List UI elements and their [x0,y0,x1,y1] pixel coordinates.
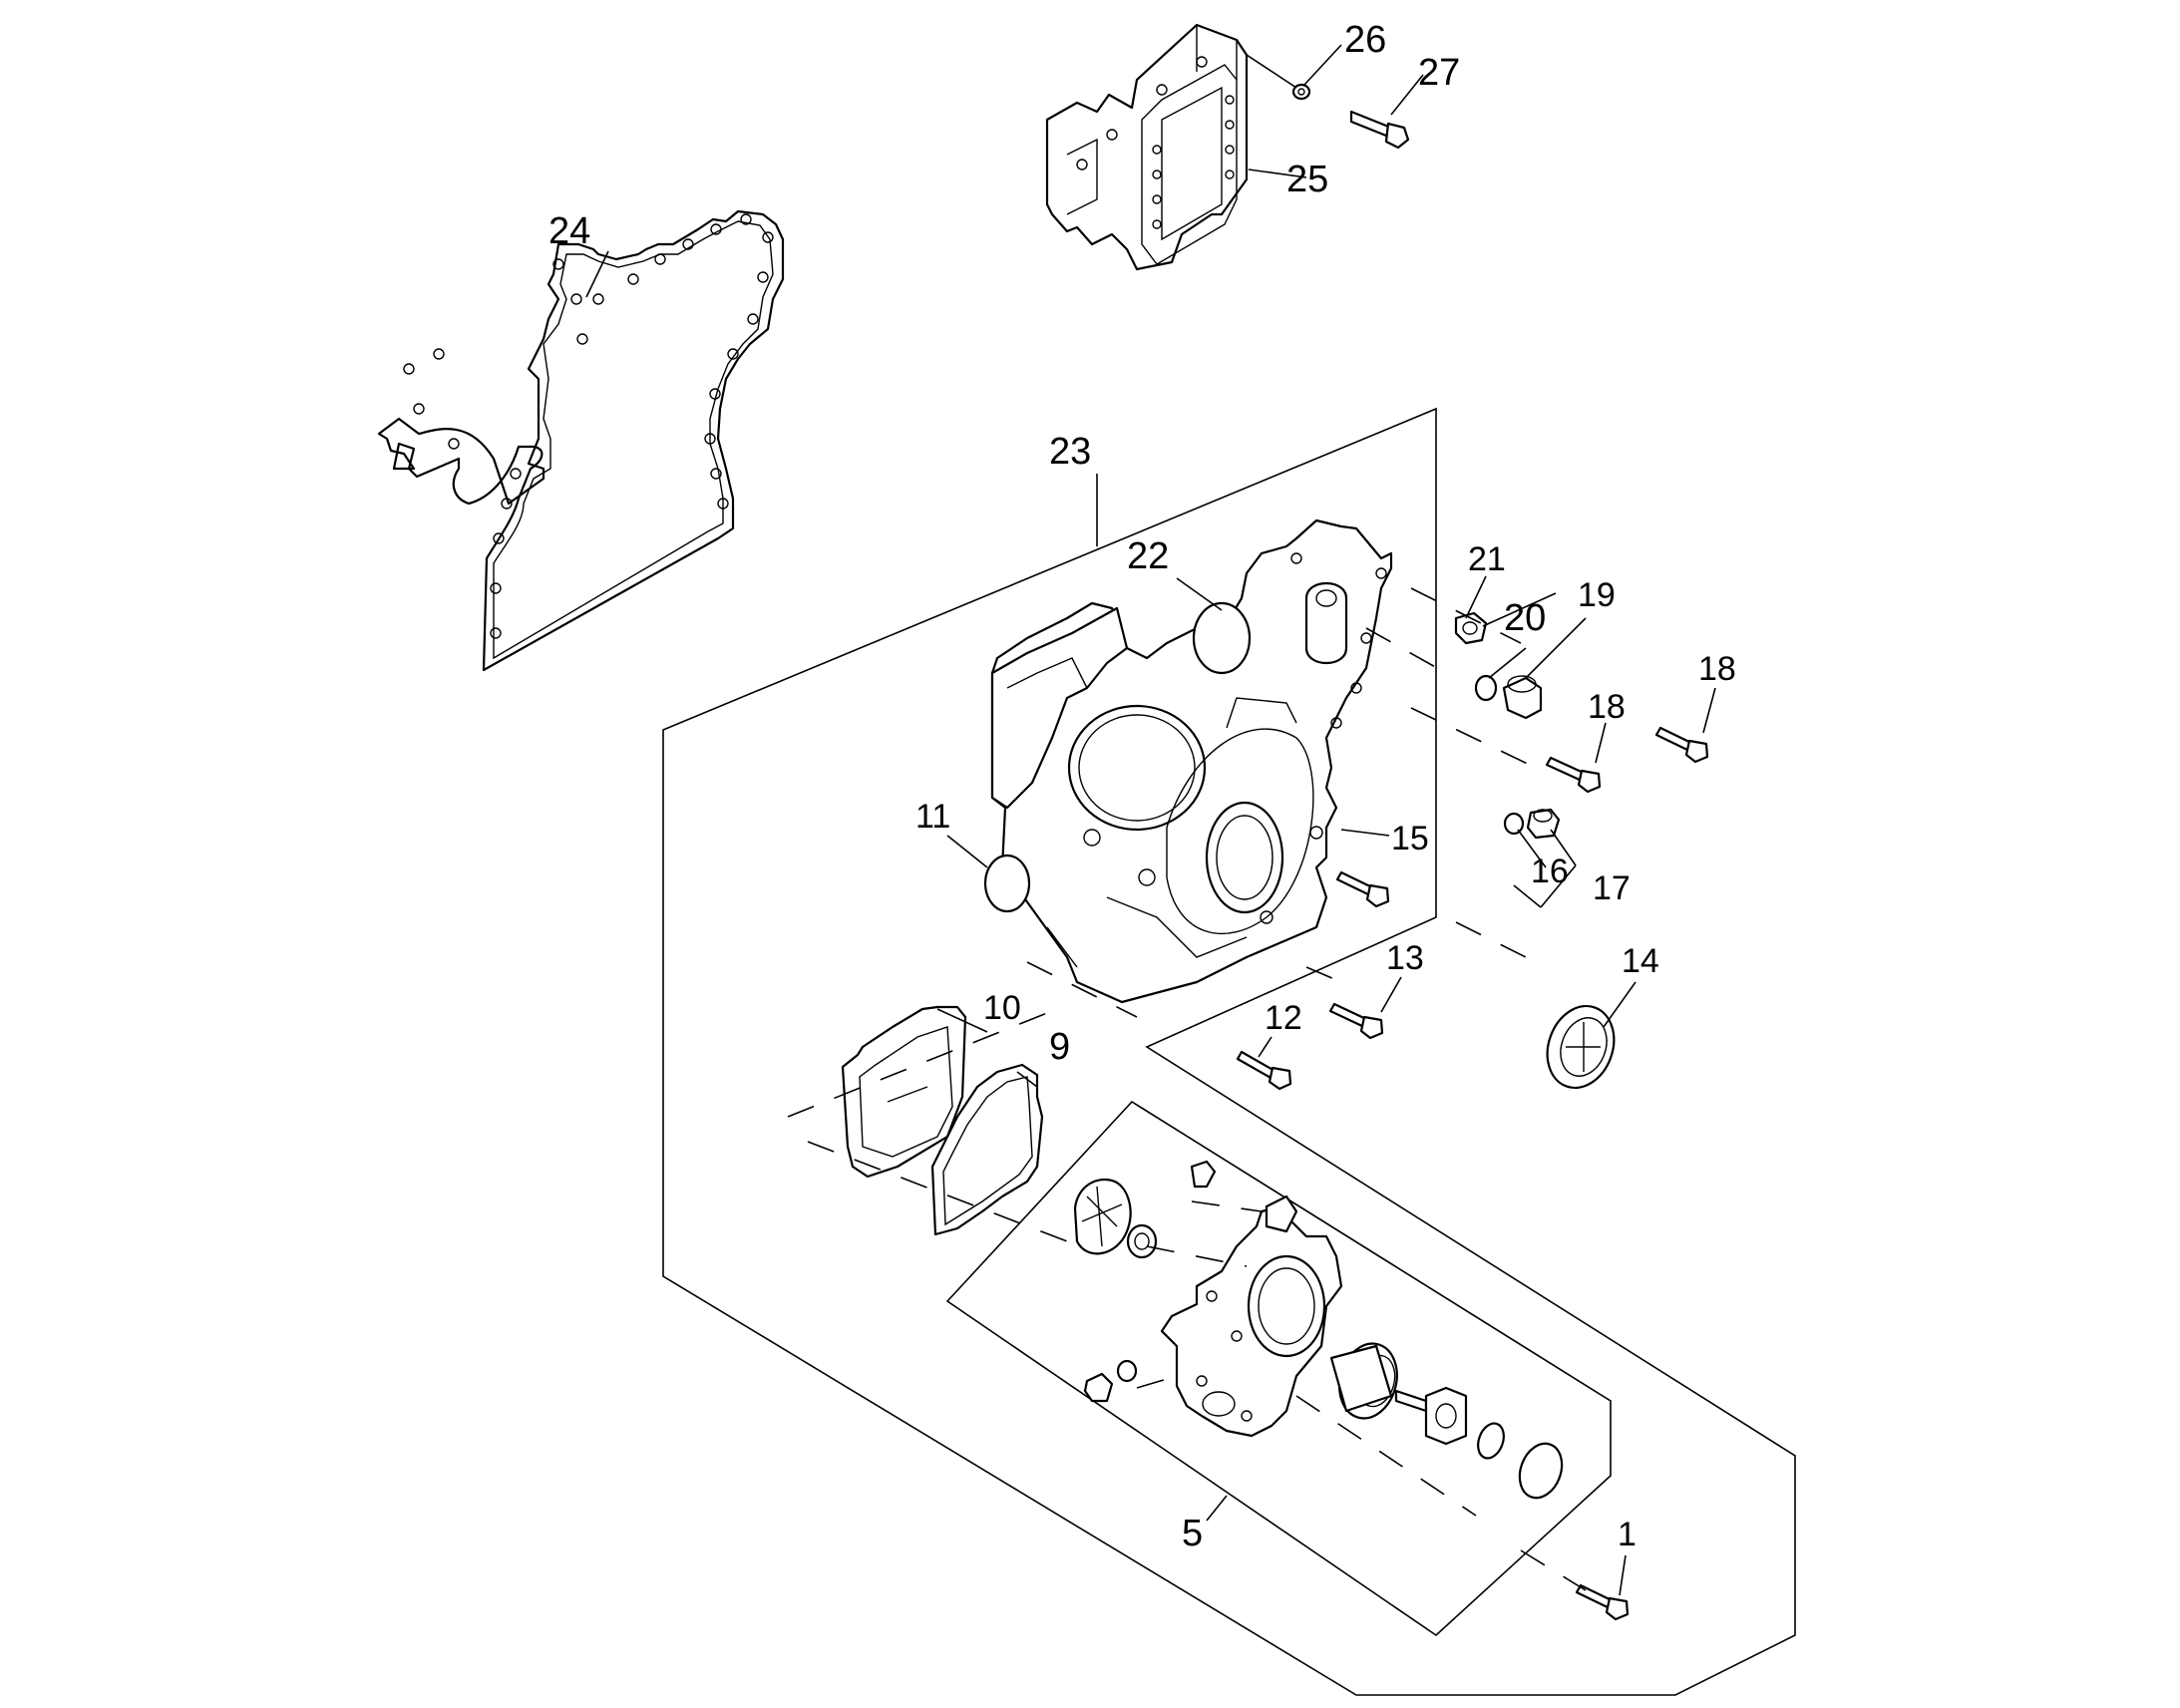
callout-9: 9 [1049,1026,1070,1068]
callout-27: 27 [1418,52,1460,94]
o-ring-part-16 [1503,812,1525,836]
housing-part [1045,23,1249,271]
front-cover-part [990,518,1393,1004]
callout-20: 20 [1504,597,1546,639]
gasket-part [377,209,785,672]
alignment-line [1136,1375,1178,1389]
alignment-line [1146,1245,1248,1267]
callout-15: 15 [1391,820,1429,857]
callout-11: 11 [915,798,950,836]
bolt-part-12 [1236,1050,1292,1091]
callout-12: 12 [1265,999,1302,1037]
bolt-part-27 [1349,110,1410,150]
callout-13: 13 [1386,939,1424,977]
alignment-line [1305,966,1342,983]
alignment-line [1365,627,1447,674]
alignment-line [1295,1395,1477,1517]
bolt-part-1 [1575,1583,1630,1621]
callout-14: 14 [1622,942,1659,980]
leader-lines [585,44,1716,1596]
alignment-line [1410,587,1522,644]
alignment-line [1410,707,1537,769]
callout-25: 25 [1286,159,1328,200]
callout-17: 17 [1593,869,1631,907]
o-ring-part-20 [1474,674,1498,702]
bolt-part-13 [1328,1002,1384,1040]
group-boundary-23 [662,407,1796,1696]
bolt-part-18a [1545,756,1602,794]
gasket-part-9 [930,1063,1044,1236]
callout-21: 21 [1468,540,1506,578]
alignment-line [1455,921,1527,958]
group-boundary-5 [945,1100,1612,1637]
plate-part-10 [841,1005,967,1179]
o-ring-part-11 [983,854,1031,913]
callout-1: 1 [1618,1516,1636,1553]
seal-part-14 [1546,1004,1616,1090]
callout-10: 10 [983,989,1021,1027]
bolt-part-15 [1335,870,1390,908]
plug-part-19 [1502,675,1543,720]
washer-part-26 [1291,83,1311,101]
alignment-line [1520,1549,1587,1591]
alignment-line [1026,961,1138,1018]
callout-5: 5 [1182,1513,1203,1554]
callout-22: 22 [1127,535,1169,577]
callout-16: 16 [1531,853,1569,890]
nut-part-21 [1454,611,1488,645]
alignment-line [1191,1200,1263,1212]
water-pump-part-5 [1073,1160,1564,1500]
callout-23: 23 [1049,431,1091,473]
callout-labels: 1 5 9 10 11 12 13 14 15 16 17 18 18 19 2… [548,19,1736,1554]
bolt-part-18b [1654,726,1709,764]
callout-26: 26 [1344,19,1386,61]
callout-18a: 18 [1588,688,1626,726]
callout-19: 19 [1578,576,1616,614]
callout-18b: 18 [1698,650,1736,688]
callout-24: 24 [548,210,590,252]
